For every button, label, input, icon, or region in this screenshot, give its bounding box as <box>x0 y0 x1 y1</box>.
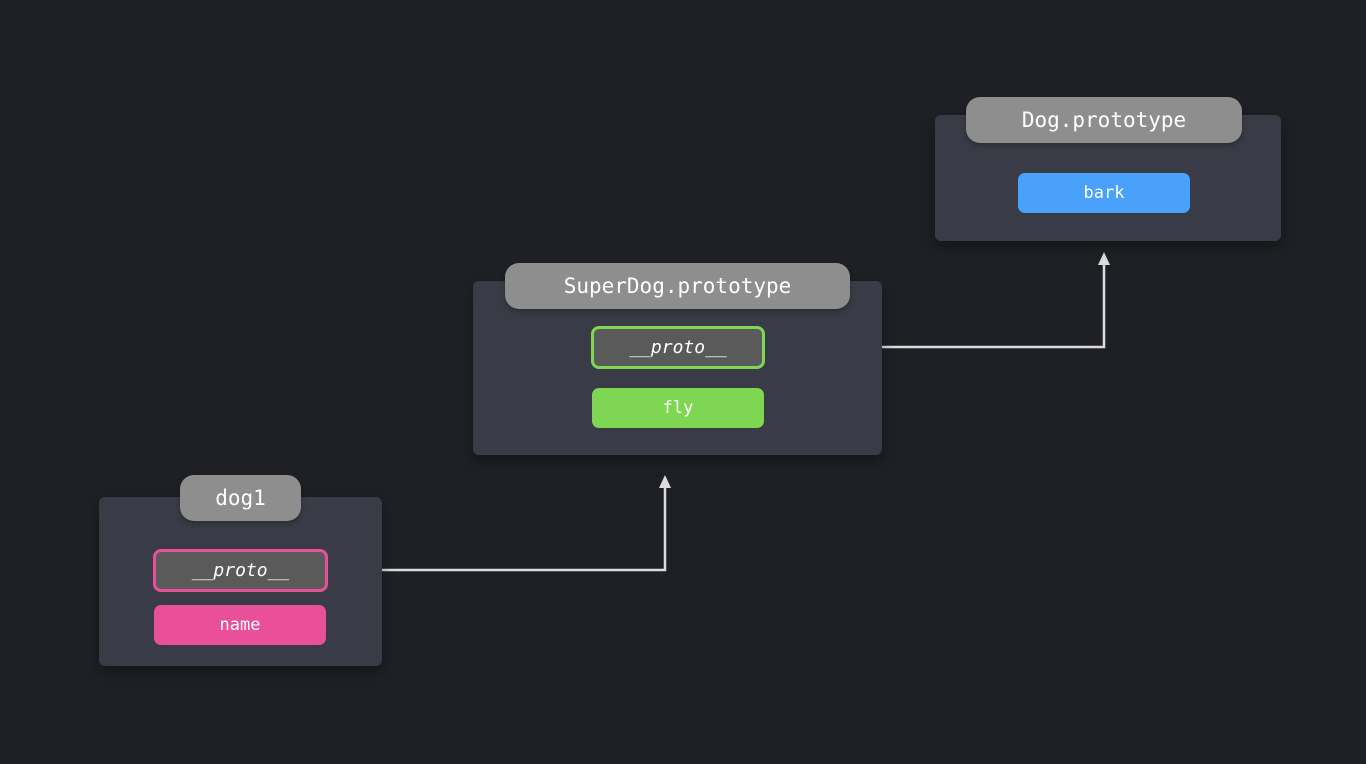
arrowhead-superdog <box>659 475 671 488</box>
dog-prototype-title: Dog.prototype <box>966 97 1242 143</box>
arrowhead-dog <box>1098 252 1110 265</box>
superdog-proto-slot[interactable]: __proto__ <box>591 326 765 369</box>
fly-property[interactable]: fly <box>592 388 764 428</box>
dog1-proto-slot[interactable]: __proto__ <box>153 549 328 592</box>
superdog-prototype-title: SuperDog.prototype <box>505 263 850 309</box>
edge-dog1-to-superdog <box>328 478 667 572</box>
bark-property[interactable]: bark <box>1018 173 1190 213</box>
dog1-title: dog1 <box>180 475 301 521</box>
name-property[interactable]: name <box>154 605 326 645</box>
